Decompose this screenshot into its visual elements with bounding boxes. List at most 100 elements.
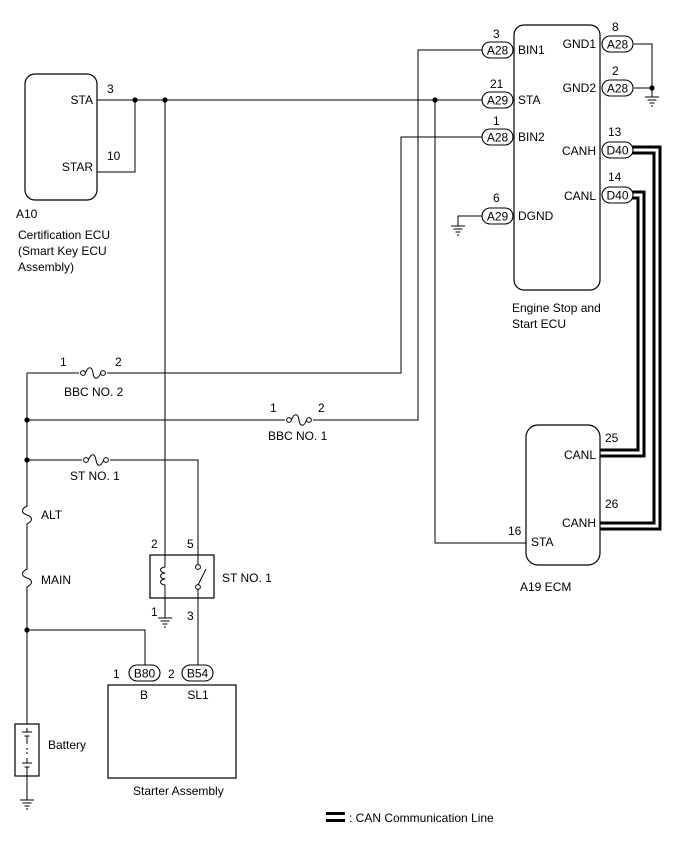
fuse-bbc-no1: 1 2 BBC NO. 1 xyxy=(268,401,328,443)
fuse-st-no1-terminal-a xyxy=(83,457,89,463)
connector-a28-bin2 xyxy=(481,128,514,146)
relay-switch-contact-bottom xyxy=(195,584,201,590)
pin-gnd2-num: 2 xyxy=(612,64,619,78)
fuse-bbc-no2-terminal-b xyxy=(100,370,106,376)
fuse-bbc-no1-terminal-a xyxy=(286,417,292,423)
connector-d40-canh xyxy=(601,141,634,159)
fuse-bbc-no2-pin-b: 2 xyxy=(115,355,122,369)
starter-name: Starter Assembly xyxy=(133,784,224,798)
cert-ecu-name-line3: Assembly) xyxy=(18,260,74,274)
wire-bin1 xyxy=(27,49,482,421)
can-lines xyxy=(600,145,662,531)
connector-b80 xyxy=(128,664,161,682)
fuse-st-no1-symbol xyxy=(87,454,105,466)
starter-body xyxy=(107,684,237,779)
fuses: 1 2 BBC NO. 2 1 2 BBC NO. 1 ST NO. 1 ALT xyxy=(22,355,328,590)
can-high-line-outer xyxy=(600,145,662,531)
connector-b54-label: B54 xyxy=(187,667,209,681)
cert-pin-sta-num: 3 xyxy=(107,82,114,96)
pin-canl-label: CANL xyxy=(564,189,596,203)
fuse-st-no1: ST NO. 1 xyxy=(70,454,120,483)
ground-icon xyxy=(158,617,172,628)
legend-can-line-icon xyxy=(326,812,345,815)
certification-ecu: STA 3 STAR 10 A10 Certification ECU (Sma… xyxy=(16,73,121,274)
fuse-main-label: MAIN xyxy=(41,573,71,587)
starter-pin-b-num: 1 xyxy=(113,667,120,681)
starter-pin-sl1-label: SL1 xyxy=(187,688,209,702)
pin-sta-label: STA xyxy=(518,93,540,107)
engine-stop-ecu-name-line1: Engine Stop and xyxy=(512,301,601,315)
fuse-alt: ALT xyxy=(22,503,63,527)
engine-stop-ecu-body xyxy=(513,24,601,291)
engine-stop-start-ecu: A28 3 BIN1 A29 21 STA A28 1 BIN2 A29 6 D… xyxy=(481,20,634,331)
fuse-bbc-no2: 1 2 BBC NO. 2 xyxy=(60,355,124,399)
wire-dgnd xyxy=(457,215,482,226)
fuse-bbc-no2-symbol xyxy=(84,367,102,379)
wire-star-loop xyxy=(97,100,136,173)
connector-a29-dgnd-label: A29 xyxy=(487,210,509,224)
legend: : CAN Communication Line xyxy=(326,811,494,825)
fuse-bbc-no2-label: BBC NO. 2 xyxy=(64,385,124,399)
relay-label: ST NO. 1 xyxy=(222,571,272,585)
can-low-line-inner xyxy=(600,193,643,455)
battery-label: Battery xyxy=(48,738,86,752)
connector-a28-gnd1-label: A28 xyxy=(607,38,629,52)
connector-a29-dgnd xyxy=(481,207,514,225)
ecm: CANL 25 CANH 26 STA 16 A19 ECM xyxy=(508,424,619,594)
connector-d40-canh-label: D40 xyxy=(606,144,628,158)
connector-a28-bin1-label: A28 xyxy=(487,44,509,58)
wiring xyxy=(26,43,653,800)
wire-bin2 xyxy=(27,136,482,374)
fuse-bbc-no1-terminal-b xyxy=(306,417,312,423)
pin-bin2-label: BIN2 xyxy=(518,130,545,144)
battery: Battery xyxy=(14,723,86,777)
cert-pin-sta-label: STA xyxy=(71,93,93,107)
ecm-pin-sta-num: 16 xyxy=(508,524,522,538)
relay-pin-2: 2 xyxy=(151,537,158,551)
fuse-alt-symbol xyxy=(22,503,32,527)
connector-b80-label: B80 xyxy=(134,667,156,681)
connector-d40-canl xyxy=(601,186,634,204)
relay-switch-contact-top xyxy=(195,564,201,570)
ground-icon xyxy=(645,96,659,107)
pin-canh-label: CANH xyxy=(562,144,596,158)
legend-text: : CAN Communication Line xyxy=(349,811,494,825)
ground-icon xyxy=(20,799,34,810)
pin-canh-num: 13 xyxy=(608,125,622,139)
fuse-bbc-no2-pin-a: 1 xyxy=(60,355,67,369)
ecm-body xyxy=(525,424,601,566)
pin-gnd1-num: 8 xyxy=(612,20,619,34)
starter-assembly: B80 1 B B54 2 SL1 Starter Assembly xyxy=(107,664,237,798)
ecm-pin-canl-num: 25 xyxy=(605,431,619,445)
pin-dgnd-label: DGND xyxy=(518,209,554,223)
cert-pin-star-num: 10 xyxy=(107,149,121,163)
fuse-bbc-no2-terminal-a xyxy=(80,370,86,376)
ecm-pin-canh-num: 26 xyxy=(605,497,619,511)
engine-stop-ecu-name-line2: Start ECU xyxy=(512,317,566,331)
wire-b-terminal xyxy=(27,629,146,665)
pin-gnd1-label: GND1 xyxy=(563,37,597,51)
connector-a28-bin2-label: A28 xyxy=(487,131,509,145)
relay-coil-symbol xyxy=(160,566,166,586)
relay-st-no1: 2 5 1 3 ST NO. 1 xyxy=(149,537,272,623)
relay-pin-1: 1 xyxy=(151,605,158,619)
junction-dots xyxy=(24,85,655,633)
cert-ecu-name-line2: (Smart Key ECU xyxy=(18,244,107,258)
fuse-st-no1-label: ST NO. 1 xyxy=(70,469,120,483)
ecm-pin-canh-label: CANH xyxy=(562,516,596,530)
connector-a29-sta xyxy=(481,91,514,109)
fuse-bbc-no1-label: BBC NO. 1 xyxy=(268,429,328,443)
pin-gnd2-label: GND2 xyxy=(563,81,597,95)
ground-symbols xyxy=(20,96,659,810)
pin-bin1-label: BIN1 xyxy=(518,43,545,57)
ecm-pin-sta-label: STA xyxy=(531,535,553,549)
pin-dgnd-num: 6 xyxy=(493,191,500,205)
connector-b54 xyxy=(181,664,214,682)
starter-pin-sl1-num: 2 xyxy=(168,667,175,681)
connector-d40-canl-label: D40 xyxy=(606,189,628,203)
fuse-bbc-no1-symbol xyxy=(290,414,308,426)
wire-sta-to-ecm xyxy=(434,100,527,544)
fuse-bbc-no1-pin-b: 2 xyxy=(318,401,325,415)
fuse-alt-label: ALT xyxy=(41,508,63,522)
